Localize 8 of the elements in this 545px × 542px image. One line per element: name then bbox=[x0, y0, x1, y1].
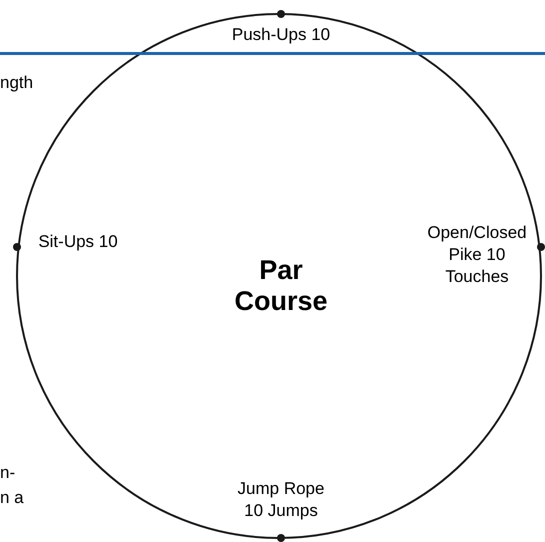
station-label: Open/Closed Pike 10 Touches bbox=[426, 222, 528, 288]
cropped-text: n a bbox=[0, 487, 25, 509]
cropped-text: ngth bbox=[0, 72, 34, 94]
cropped-text: n- bbox=[0, 462, 16, 484]
center-title: Par Course bbox=[233, 255, 329, 317]
station-label: Jump Rope 10 Jumps bbox=[236, 478, 326, 522]
station-label: Sit-Ups 10 bbox=[38, 231, 118, 253]
station-label: Push-Ups 10 bbox=[231, 24, 331, 46]
